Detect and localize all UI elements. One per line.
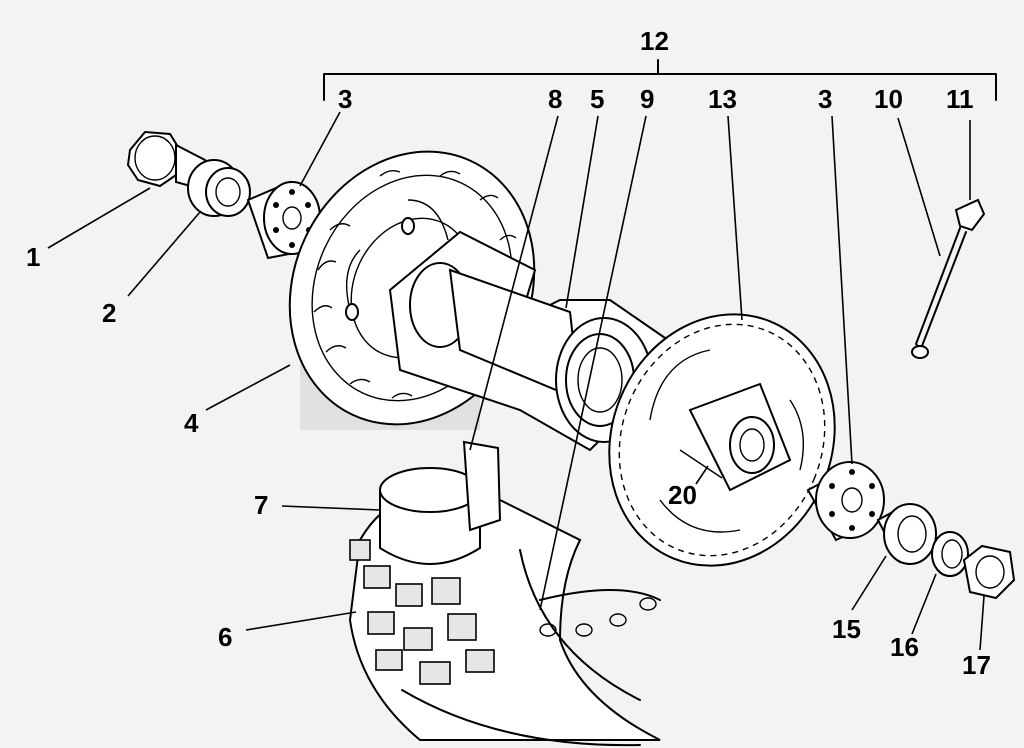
label-7: 7 — [254, 490, 268, 520]
callout-labels: 1 2 3 4 8 5 9 12 13 3 10 11 7 6 20 15 16… — [26, 26, 991, 680]
label-16: 16 — [890, 632, 919, 662]
label-3-left: 3 — [338, 84, 352, 114]
group-bracket — [323, 59, 997, 101]
washer — [931, 531, 969, 577]
label-9: 9 — [640, 84, 654, 114]
label-13: 13 — [708, 84, 737, 114]
label-8: 8 — [548, 84, 562, 114]
label-5: 5 — [590, 84, 604, 114]
label-6: 6 — [218, 622, 232, 652]
bearing-right — [806, 461, 885, 542]
label-3-right: 3 — [818, 84, 832, 114]
label-10: 10 — [874, 84, 903, 114]
rim — [401, 549, 661, 747]
leader-lines — [47, 111, 985, 651]
label-11: 11 — [946, 84, 974, 114]
sprocket-carrier — [679, 449, 723, 479]
label-12: 12 — [640, 26, 669, 56]
spacer-right — [876, 503, 937, 565]
label-4: 4 — [184, 408, 199, 438]
label-15: 15 — [832, 614, 861, 644]
rim-band — [379, 440, 502, 565]
spoke — [911, 198, 986, 359]
spacer-left — [187, 159, 251, 217]
label-20: 20 — [668, 480, 697, 510]
axle-nut — [962, 544, 1016, 600]
label-2: 2 — [102, 298, 116, 328]
label-1: 1 — [26, 242, 40, 272]
sprocket — [608, 313, 836, 567]
label-17: 17 — [962, 650, 991, 680]
hub — [388, 230, 670, 452]
